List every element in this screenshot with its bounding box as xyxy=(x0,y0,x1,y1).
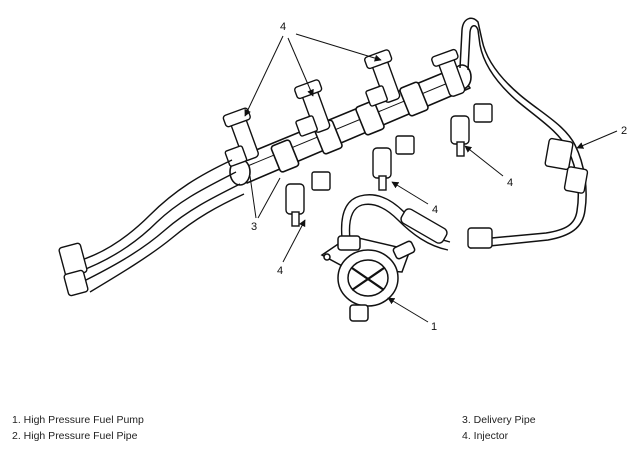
feed-line-sleeve xyxy=(400,208,448,244)
callout-injector-top: 4 xyxy=(280,21,286,33)
callout-injector-mid: 4 xyxy=(432,204,438,216)
legend-item-delivery-pipe: 3. Delivery Pipe xyxy=(462,414,536,426)
legend-item-pump: 1. High Pressure Fuel Pump xyxy=(12,414,144,426)
left-fuel-lines xyxy=(74,159,245,293)
high-pressure-fuel-pump-drawing xyxy=(320,235,416,322)
legend-item-injector: 4. Injector xyxy=(462,430,509,442)
callout-pump: 1 xyxy=(431,321,437,333)
delivery-pipe-drawing xyxy=(229,64,472,186)
legend-right-column: 3. Delivery Pipe 4. Injector xyxy=(462,412,536,444)
callout-delivery-pipe: 3 xyxy=(251,221,257,233)
legend-left-column: 1. High Pressure Fuel Pump 2. High Press… xyxy=(12,412,144,444)
fuel-system-diagram: 4 2 4 4 3 4 1 xyxy=(58,17,627,333)
callout-pipe: 2 xyxy=(621,125,627,137)
high-pressure-fuel-pipe-drawing xyxy=(459,17,587,249)
callout-injector-bottom: 4 xyxy=(277,265,283,277)
pipe-fittings xyxy=(467,137,589,249)
legend-item-pipe: 2. High Pressure Fuel Pipe xyxy=(12,430,138,442)
callout-injector-right: 4 xyxy=(507,177,513,189)
injector-drawings xyxy=(222,48,493,227)
left-line-connector xyxy=(58,242,89,297)
leader-lines xyxy=(244,33,618,323)
